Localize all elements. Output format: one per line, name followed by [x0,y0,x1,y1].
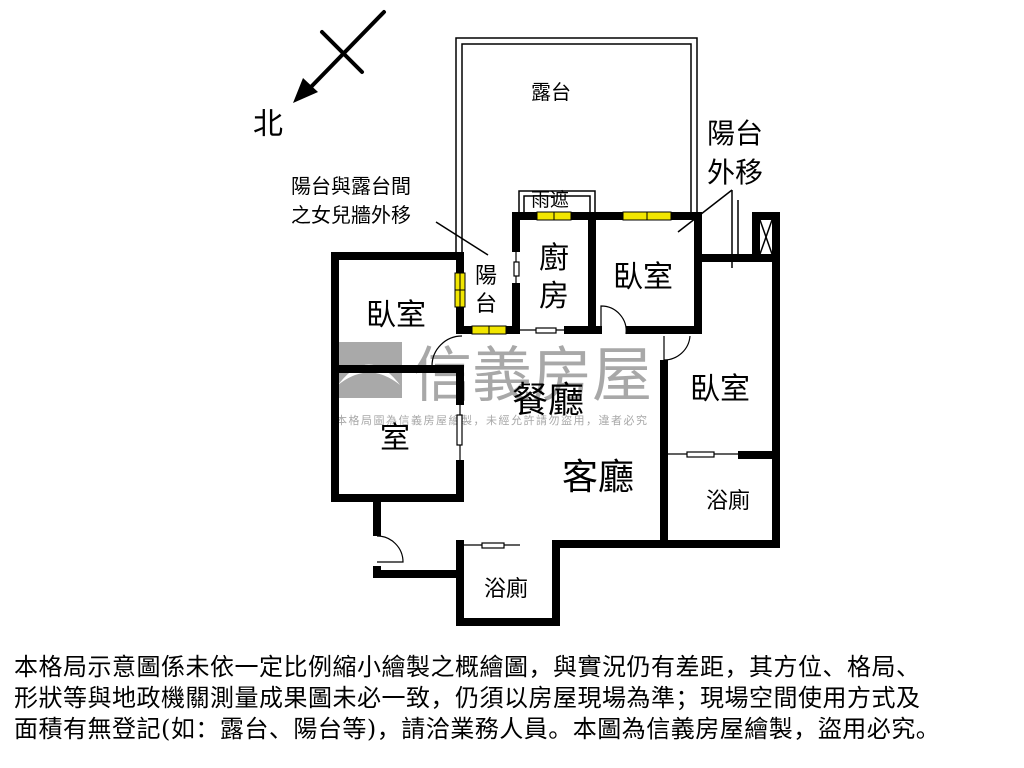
annotation-leaders [435,189,739,268]
windows [454,211,672,335]
disclaimer-line-2: 形狀等與地政機關測量成果圖未必一致，仍須以房屋現場為準；現場空間使用方式及 [14,684,921,712]
disclaimer-line-3: 面積有無登記(如：露台、陽台等)，請洽業務人員。本圖為信義房屋繪製，盜用必究。 [14,715,941,743]
room-dining: 餐廳 [512,380,584,421]
room-southwest: 室 [380,421,410,456]
watermark-brand: 信義房屋 [412,341,652,411]
room-living: 客廳 [562,457,634,498]
room-bedroom-west: 臥室 [366,298,426,333]
watermark-notice: 本格局圖為信義房屋繪製，未經允許請勿盜用，違者必究 [336,413,649,427]
annotation-parapet-line2: 之女兒牆外移 [291,203,411,227]
room-balcony-char2: 台 [475,292,497,317]
room-kitchen-char2: 房 [539,279,569,314]
disclaimer: 本格局示意圖係未依一定比例縮小繪製之概繪圖，與實況仍有差距，其方位、格局、 形狀… [14,652,1014,745]
disclaimer-line-1: 本格局示意圖係未依一定比例縮小繪製之概繪圖，與實況仍有差距，其方位、格局、 [14,653,921,681]
room-bath-south: 浴廁 [484,577,528,602]
annotation-parapet-line1: 陽台與露台間 [291,174,411,198]
north-label: 北 [253,107,283,142]
shaft-icon [759,219,773,255]
swing-doors [376,305,691,563]
sliding-doors [456,252,738,549]
terrace-outline [455,37,698,258]
room-kitchen-char1: 廚 [539,241,569,276]
room-terrace: 露台 [531,80,571,104]
annotation-balcony-line2: 外移 [707,156,763,189]
room-bath-east: 浴廁 [706,489,750,514]
room-bedroom-north: 臥室 [613,260,673,295]
annotation-balcony-line1: 陽台 [707,117,763,150]
room-balcony-char1: 陽 [475,264,497,289]
room-bedroom-east: 臥室 [690,372,750,407]
room-canopy: 雨遮 [531,189,569,211]
watermark: 信義房屋 本格局圖為信義房屋繪製，未經允許請勿盜用，違者必究 [336,341,652,427]
floor-plan: 信義房屋 本格局圖為信義房屋繪製，未經允許請勿盜用，違者必究 北 露台 雨遮 陽… [253,10,780,626]
north-arrow-icon [293,10,386,103]
